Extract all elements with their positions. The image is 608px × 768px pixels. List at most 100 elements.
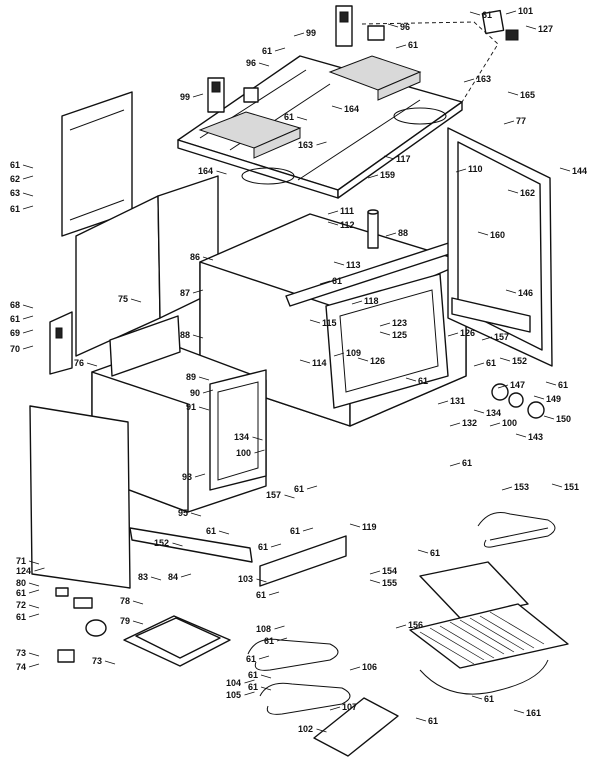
leader-line bbox=[357, 357, 369, 362]
callout-61-w: 61 bbox=[248, 670, 258, 680]
callout-112: 112 bbox=[340, 220, 355, 230]
callout-78: 78 bbox=[120, 596, 130, 606]
leader-line bbox=[132, 620, 144, 625]
leader-line bbox=[489, 422, 501, 427]
leader-line bbox=[473, 409, 485, 414]
callout-143: 143 bbox=[528, 432, 543, 442]
callout-61-d: 61 bbox=[284, 112, 294, 122]
callout-154: 154 bbox=[382, 566, 397, 576]
leader-line bbox=[533, 395, 545, 400]
leader-line bbox=[260, 686, 272, 691]
leader-line bbox=[198, 406, 210, 411]
callout-111: 111 bbox=[340, 206, 354, 216]
callout-61-m: 61 bbox=[294, 484, 304, 494]
callout-61-t: 61 bbox=[16, 612, 26, 622]
callout-153: 153 bbox=[514, 482, 529, 492]
callout-126-b: 126 bbox=[370, 356, 385, 366]
bake-element bbox=[247, 638, 351, 715]
leader-line bbox=[22, 175, 34, 180]
bottom-hardware bbox=[55, 587, 107, 663]
leader-line bbox=[258, 655, 270, 660]
callout-96-a: 96 bbox=[400, 22, 410, 32]
callout-117: 117 bbox=[396, 154, 411, 164]
leader-line bbox=[276, 637, 288, 642]
callout-71: 71 bbox=[16, 556, 26, 566]
callout-108: 108 bbox=[256, 624, 271, 634]
rear-panel bbox=[61, 91, 133, 237]
callout-152-b: 152 bbox=[154, 538, 169, 548]
leader-line bbox=[449, 462, 461, 467]
leader-line bbox=[455, 168, 467, 173]
burner-box-upper-right bbox=[328, 55, 422, 101]
leader-line bbox=[316, 728, 327, 733]
callout-93: 93 bbox=[182, 472, 192, 482]
callout-61-y: 61 bbox=[484, 694, 494, 704]
leader-line bbox=[513, 709, 525, 714]
burner-vent-tube bbox=[367, 209, 379, 249]
drip-pan bbox=[419, 561, 529, 619]
callout-61-e: 61 bbox=[10, 160, 20, 170]
callout-99-b: 99 bbox=[180, 92, 190, 102]
callout-73-b: 73 bbox=[92, 656, 102, 666]
callout-90: 90 bbox=[190, 388, 200, 398]
broiler-pan bbox=[123, 615, 231, 667]
leader-line bbox=[449, 422, 461, 427]
callout-127: 127 bbox=[538, 24, 553, 34]
leader-line bbox=[192, 289, 204, 294]
callout-87: 87 bbox=[180, 288, 190, 298]
callout-77: 77 bbox=[516, 116, 526, 126]
callout-89: 89 bbox=[186, 372, 196, 382]
leader-line bbox=[22, 345, 34, 350]
callout-105: 105 bbox=[226, 690, 241, 700]
callout-113: 113 bbox=[346, 260, 361, 270]
callout-91: 91 bbox=[186, 402, 196, 412]
callout-61-g: 61 bbox=[332, 276, 342, 286]
leader-line bbox=[507, 189, 519, 194]
kickplate bbox=[129, 527, 253, 563]
callout-124: 124 bbox=[16, 566, 31, 576]
leader-lines bbox=[22, 10, 571, 733]
burner-box-upper-left bbox=[198, 111, 302, 159]
callout-157-a: 157 bbox=[494, 332, 509, 342]
leader-line bbox=[28, 613, 40, 618]
broiler-frame bbox=[109, 315, 181, 377]
leader-line bbox=[244, 691, 255, 696]
callout-100-b: 100 bbox=[236, 448, 251, 458]
leader-line bbox=[333, 261, 345, 266]
leader-line bbox=[28, 560, 40, 565]
leader-line bbox=[28, 663, 40, 668]
burner-bracket-right bbox=[451, 297, 531, 333]
burner-clip-right bbox=[335, 5, 385, 47]
callout-132: 132 bbox=[462, 418, 477, 428]
burner-clip-left bbox=[207, 77, 259, 113]
leader-line bbox=[319, 280, 331, 285]
leader-line bbox=[351, 300, 363, 305]
callout-68: 68 bbox=[10, 300, 20, 310]
thermostat-cable bbox=[419, 659, 549, 695]
leader-line bbox=[369, 570, 381, 575]
leader-line bbox=[270, 543, 282, 548]
leader-line bbox=[543, 415, 555, 420]
oven-door-inner bbox=[209, 369, 267, 491]
callout-144: 144 bbox=[572, 166, 587, 176]
callout-61-j: 61 bbox=[418, 376, 428, 386]
callout-100-a: 100 bbox=[502, 418, 517, 428]
leader-line bbox=[274, 625, 285, 630]
leader-line bbox=[22, 192, 34, 197]
callout-126-a: 126 bbox=[460, 328, 475, 338]
leader-line bbox=[329, 706, 341, 711]
callout-156: 156 bbox=[408, 620, 423, 630]
leader-line bbox=[507, 91, 519, 96]
callout-125: 125 bbox=[392, 330, 407, 340]
callout-61-n: 61 bbox=[206, 526, 216, 536]
callout-131: 131 bbox=[450, 396, 465, 406]
callout-109: 109 bbox=[346, 348, 361, 358]
callout-74: 74 bbox=[16, 662, 26, 672]
leader-line bbox=[405, 377, 417, 382]
callout-61-v: 61 bbox=[246, 654, 256, 664]
leader-line bbox=[254, 449, 265, 454]
leader-line bbox=[218, 530, 230, 535]
leader-line bbox=[379, 331, 391, 336]
leader-line bbox=[192, 334, 204, 339]
